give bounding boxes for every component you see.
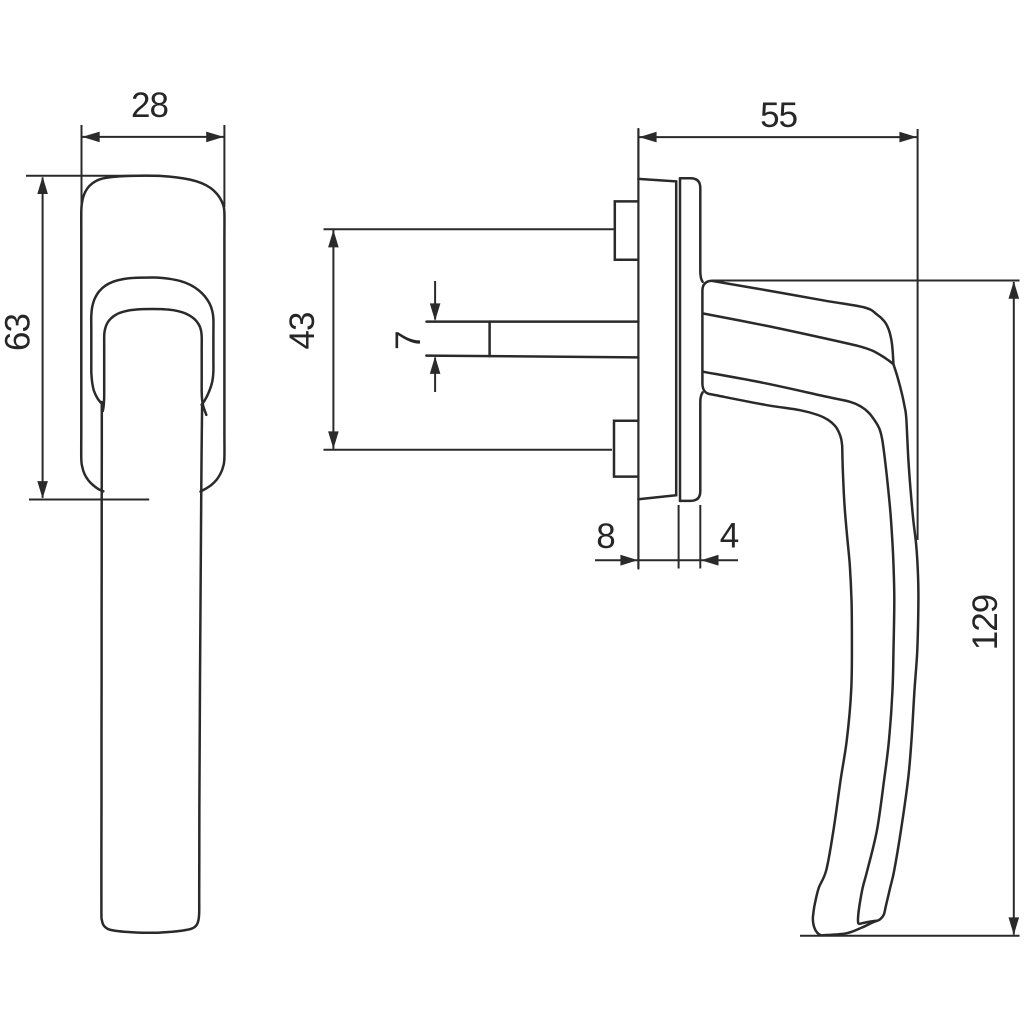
svg-text:43: 43 (283, 313, 322, 350)
svg-text:4: 4 (720, 517, 739, 556)
svg-text:8: 8 (596, 517, 614, 556)
svg-text:7: 7 (389, 331, 428, 349)
svg-text:63: 63 (0, 314, 37, 351)
svg-text:129: 129 (966, 595, 1005, 650)
svg-text:55: 55 (760, 96, 797, 135)
svg-text:28: 28 (131, 86, 168, 125)
